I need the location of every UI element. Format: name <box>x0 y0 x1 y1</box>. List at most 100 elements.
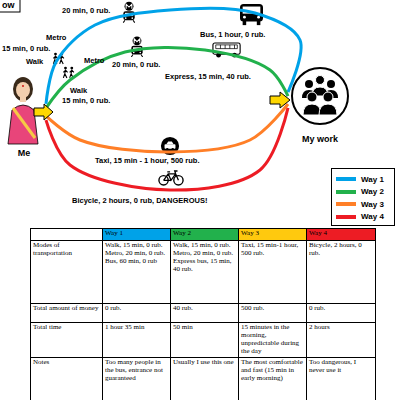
table-text: Walk, 15 min, 0 rub. Metro, 20 min, 0 ru… <box>105 241 168 265</box>
table-cell: Usually I use this one <box>171 358 239 400</box>
table-text: Taxi, 15 min-1 hour, 500 rub. <box>241 241 304 257</box>
legend-swatch <box>336 190 356 194</box>
route-label: Taxi, 15 min - 1 hour, 500 rub. <box>95 156 199 165</box>
block-arrow <box>270 92 290 108</box>
table-text: 40 rub. <box>173 304 236 312</box>
person-head <box>307 92 317 102</box>
coworkers-group <box>302 76 338 116</box>
table-cell: 2 hours <box>307 323 376 358</box>
table-text: Modes of transportation <box>33 241 100 257</box>
legend-row: Way 2 <box>336 186 390 199</box>
table-text: Way 1 <box>105 229 168 237</box>
legend-row: Way 1 <box>336 173 390 186</box>
route-step-label: Walk <box>70 86 87 95</box>
route-line <box>46 47 288 108</box>
workplace-outline <box>292 68 348 124</box>
title-fragment: ow <box>2 1 15 10</box>
route-step-label: Metro <box>84 56 104 65</box>
person-head <box>316 76 325 85</box>
table-row: Total amount of money0 rub.40 rub.500 ru… <box>31 304 376 323</box>
table-text: Too dangerous, I never use it <box>309 358 373 374</box>
route-step-label: Bus, 1 hour, 0 rub. <box>200 30 265 39</box>
table-text: 0 rub. <box>105 304 168 312</box>
table-cell: 1 hour 35 min <box>103 323 171 358</box>
table-text: Total time <box>33 323 100 331</box>
route-step-label: 15 min, 0 rub. <box>62 96 110 105</box>
legend-row: Way 4 <box>336 211 390 224</box>
table-cell: The most comfortable and fast (15 min in… <box>239 358 307 400</box>
circle-outline-layer <box>288 62 352 144</box>
woman-figure <box>8 77 38 144</box>
legend-row: Way 3 <box>336 198 390 211</box>
table-text: 0 rub. <box>309 304 373 312</box>
bicycle-icon <box>159 171 183 185</box>
table-cell: Walk, 15 min, 0 rub. Metro, 20 min, 0 ru… <box>103 241 171 304</box>
table-row: NotesToo many people in the bus, entranc… <box>31 358 376 400</box>
person-head <box>305 80 313 88</box>
table-cell: Notes <box>31 358 103 400</box>
face <box>16 82 30 98</box>
table-cell: Way 1 <box>103 229 171 241</box>
sari-drape <box>13 108 35 138</box>
table-text: Way 2 <box>173 229 236 237</box>
workplace-circle: My work <box>288 62 352 144</box>
table-text: Way 4 <box>309 229 373 237</box>
route-step-label: Walk <box>26 57 43 66</box>
table-cell: 0 rub. <box>307 304 376 323</box>
table-cell: Way 4 <box>307 229 376 241</box>
legend-box: Way 1 Way 2Way 3 Way 4 <box>331 168 395 226</box>
route-step-label: 15 min, 0 rub. <box>2 44 50 53</box>
legend-swatch <box>336 202 356 206</box>
node-label: My work <box>288 134 352 144</box>
metro-icon <box>131 36 142 57</box>
sari <box>8 105 38 144</box>
legend-text: Way 1 <box>361 175 384 184</box>
route-label: Bicycle, 2 hours, 0 rub, DANGEROUS! <box>72 196 207 205</box>
table-cell: Walk, 15 min, 0 rub. Metro, 20 min, 0 ru… <box>171 241 239 304</box>
table-cell: Too many people in the bus, entrance not… <box>103 358 171 400</box>
route-line <box>46 8 301 104</box>
table-text: The most comfortable and fast (15 min in… <box>241 358 304 382</box>
table-cell: Taxi, 15 min-1 hour, 500 rub. <box>239 241 307 304</box>
bindi <box>22 85 24 87</box>
person-head <box>323 92 333 102</box>
legend-swatch <box>336 177 356 181</box>
title-box <box>0 0 20 12</box>
table-text: Notes <box>33 358 100 366</box>
neck <box>20 97 26 102</box>
table-cell: 0 rub. <box>103 304 171 323</box>
route-line <box>46 104 288 152</box>
table-cell: 500 rub. <box>239 304 307 323</box>
route-step-label: Express, 15 min, 40 rub. <box>165 72 251 81</box>
table-text: Usually I use this one <box>173 358 236 366</box>
route-line <box>46 108 288 190</box>
hair <box>13 77 33 101</box>
walk-icon <box>63 67 74 78</box>
table-cell: Modes of transportation <box>31 241 103 304</box>
table-cell: Too dangerous, I never use it <box>307 358 376 400</box>
node-label: Me <box>2 148 46 158</box>
table-cell: Way 3 <box>239 229 307 241</box>
legend-swatch <box>336 215 356 219</box>
table-text: 50 min <box>173 323 236 331</box>
legend-text: Way 3 <box>361 200 384 209</box>
table-row: Way 1 Way 2 Way 3 Way 4 <box>31 229 376 241</box>
table-cell: 50 min <box>171 323 239 358</box>
route-step-label: Metro <box>46 33 66 42</box>
table-text: Way 3 <box>241 229 304 237</box>
table-cell: Total amount of money <box>31 304 103 323</box>
metro-icon <box>123 2 134 23</box>
table-text: Bicycle, 2 hours, 0 rub. <box>309 241 373 257</box>
table-text: 2 hours <box>309 323 373 331</box>
comparison-table: Way 1 Way 2 Way 3 Way 4 Modes of transportat… <box>30 228 376 400</box>
person-body <box>303 104 321 115</box>
person-body <box>319 104 337 115</box>
table-cell: Bicycle, 2 hours, 0 rub. <box>307 241 376 304</box>
route-step-label: 20 min, 0 rub. <box>112 60 160 69</box>
table-text: 1 hour 35 min <box>105 323 168 331</box>
table-row: Total time1 hour 35 min50 min15 minutes … <box>31 323 376 358</box>
block-arrow <box>34 104 53 120</box>
legend-text: Way 4 <box>361 212 384 221</box>
table-text: 500 rub. <box>241 304 304 312</box>
